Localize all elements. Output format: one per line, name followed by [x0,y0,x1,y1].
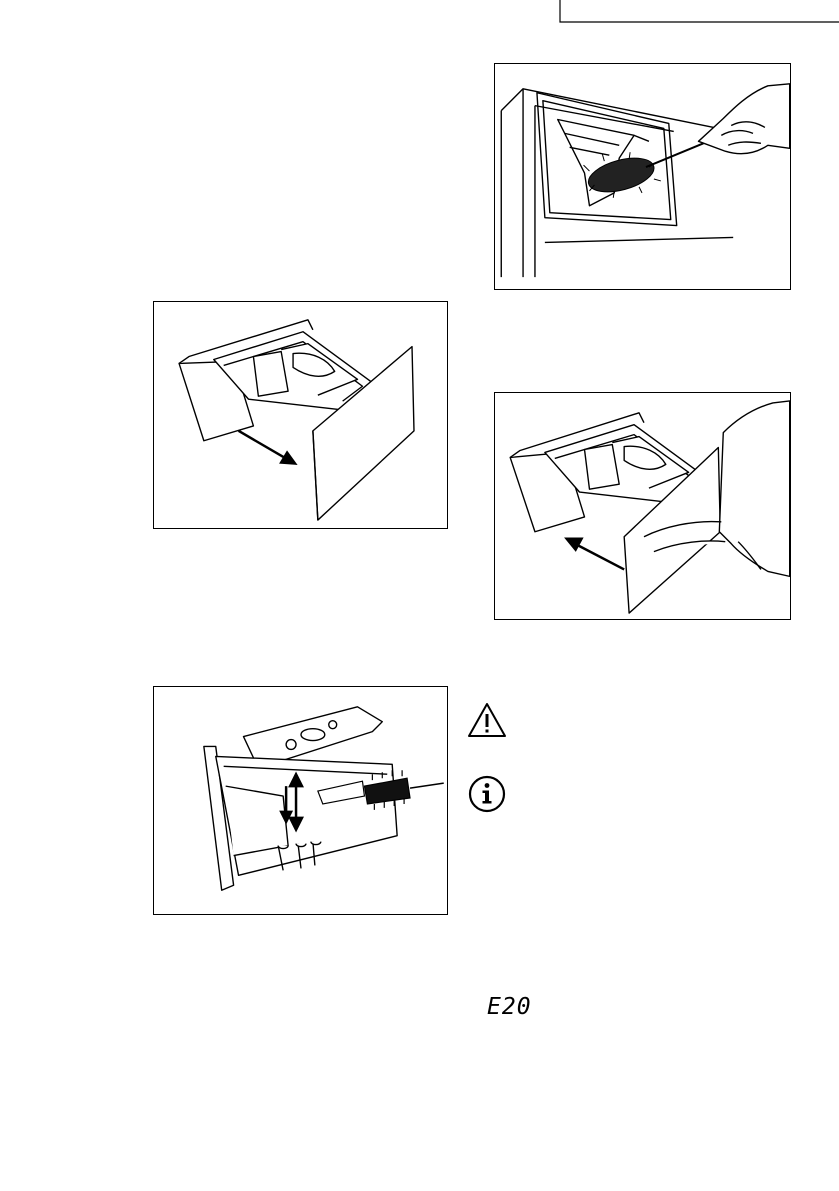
insert-cleaning-illustration [154,687,447,914]
figure-clean-insert [153,686,448,915]
arrow-icon [239,431,296,464]
drawer-push-illustration [495,393,790,619]
arrow-icon [567,539,624,570]
warning-icon [466,701,508,739]
info-icon [468,775,506,813]
drawer-pull-illustration [154,302,447,528]
figure-pull-out-drawer [153,301,448,529]
hand-illustration [699,84,790,154]
brush-icon [584,143,704,198]
brush-illustration [495,64,790,289]
figure-push-in-drawer [494,392,791,620]
figure-brush-cleaning [494,63,791,290]
error-code-display: E20 [487,996,532,1019]
